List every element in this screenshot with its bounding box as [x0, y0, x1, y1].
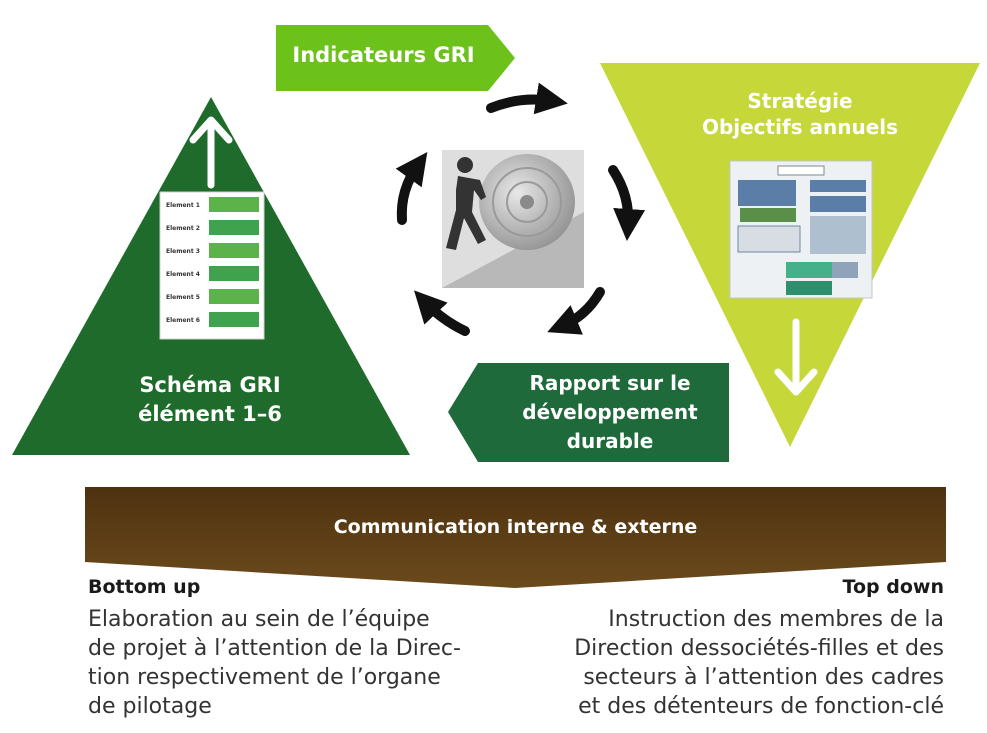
rapport-line-3: durable: [566, 429, 654, 453]
strategie-line-2: Objectifs annuels: [701, 115, 899, 139]
communication-label: Communication interne & externe: [85, 515, 946, 540]
bottom-up-line: Elaboration au sein de l’équipe: [88, 607, 430, 632]
schema-line-1: Schéma GRI: [139, 373, 281, 397]
strategie-label: Stratégie Objectifs annuels: [700, 88, 900, 140]
communication-text: Communication interne & externe: [333, 516, 698, 538]
communication-band: [85, 487, 946, 588]
top-down-line: Instruction des membres de la: [608, 607, 944, 632]
bottom-up-line: tion respectivement de l’organe: [88, 665, 441, 690]
top-down-line: et des détenteurs de fonction-clé: [578, 694, 944, 719]
top-down-line: secteurs à l’attention des cadres: [583, 665, 944, 690]
bottom-up-title: Bottom up: [88, 576, 201, 598]
schema-element-box: [209, 197, 259, 212]
bottom-up-line: de pilotage: [88, 694, 212, 719]
cycle-arrows: [395, 82, 646, 336]
strategie-line-1: Stratégie: [747, 89, 853, 113]
rapport-banner: [448, 363, 729, 462]
top-down-title: Top down: [842, 576, 944, 598]
schema-element-label: Element 2: [166, 225, 200, 232]
schema-element-box: [209, 266, 259, 281]
up-arrow-icon: [189, 116, 233, 189]
schema-element-label: Element 3: [166, 248, 200, 255]
sisyphus-ball-image: [442, 150, 584, 288]
schema-gri-label: Schéma GRI élément 1–6: [110, 371, 310, 429]
indicateurs-text: Indicateurs GRI: [292, 43, 475, 67]
schema-element-box: [209, 220, 259, 235]
rapport-line-1: Rapport sur le: [529, 371, 691, 395]
down-arrow-icon: [774, 318, 818, 396]
schema-element-label: Element 1: [166, 202, 200, 209]
person-icon: [446, 157, 486, 250]
schema-line-2: élément 1–6: [138, 402, 282, 426]
schema-element-label: Element 4: [166, 271, 200, 278]
rapport-line-2: développement: [522, 400, 698, 424]
bottom-up-line: de projet à l’attention de la Direc-: [88, 636, 461, 661]
indicateurs-gri-banner: [276, 25, 515, 91]
schema-element-box: [209, 243, 259, 258]
top-down-line: Direction dessociétés-filles et des: [574, 636, 944, 661]
top-down-text: Instruction des membres de la Direction …: [504, 605, 944, 721]
strategy-flowchart-thumbnail: [729, 160, 873, 299]
bottom-up-text: Elaboration au sein de l’équipe de proje…: [88, 605, 508, 721]
indicateurs-gri-label: Indicateurs GRI: [276, 42, 491, 69]
schema-element-label: Element 5: [166, 294, 200, 301]
schema-element-box: [209, 312, 259, 327]
schema-elements-thumbnail: Element 1 Element 2 Element 3 Element 4 Elem…: [159, 191, 265, 340]
schema-element-label: Element 6: [166, 317, 200, 324]
rapport-label: Rapport sur le développement durable: [490, 369, 730, 456]
schema-element-box: [209, 289, 259, 304]
